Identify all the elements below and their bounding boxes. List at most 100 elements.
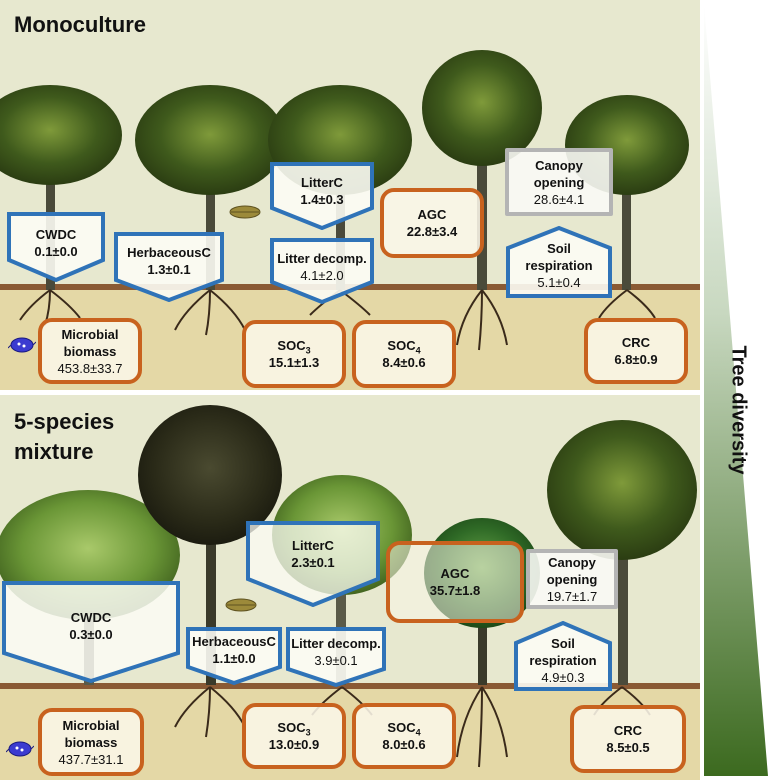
soc4-pool: SOC4 8.4±0.6 [352, 320, 456, 388]
soil-resp-label: Soil [551, 636, 575, 651]
crc-label: CRC [621, 335, 651, 350]
crc-pool: CRC 6.8±0.9 [584, 318, 688, 384]
cwdc-value: 0.3±0.0 [69, 627, 113, 642]
soc3-subscript: 3 [305, 345, 311, 356]
canopy-opening-box: Canopy opening 28.6±4.1 [505, 148, 613, 216]
flux-shape [114, 232, 224, 302]
litterc-value: 1.4±0.3 [300, 192, 344, 207]
microbial-biomass-pool: Microbial biomass 453.8±33.7 [38, 318, 142, 384]
tree-diversity-label: Tree diversity [727, 345, 750, 475]
microbe-icon [8, 337, 36, 353]
panel-divider [0, 390, 700, 395]
litterc-flux: LitterC 1.4±0.3 [270, 162, 374, 230]
soc3-pool: SOC3 13.0±0.9 [242, 703, 346, 769]
litter-decomp-label: Litter decomp. [291, 636, 381, 651]
flux-shape [506, 226, 612, 298]
soil-respiration-flux: Soil respiration 5.1±0.4 [506, 226, 612, 298]
leaf-icon [225, 598, 257, 612]
litter-decomp-flux: Litter decomp. 3.9±0.1 [286, 627, 386, 687]
flux-shape [186, 627, 282, 685]
agc-value: 35.7±1.8 [429, 583, 481, 598]
soc3-label: SOC [277, 720, 306, 735]
soc4-value: 8.4±0.6 [382, 355, 426, 370]
cwdc-flux: CWDC 0.3±0.0 [2, 581, 180, 683]
agc-pool: AGC 22.8±3.4 [380, 188, 484, 258]
panel-title: Monoculture [14, 10, 146, 40]
flux-shape [246, 521, 380, 607]
litter-decomp-label: Litter decomp. [277, 251, 367, 266]
tree-diversity-gradient [704, 4, 768, 776]
crc-pool: CRC 8.5±0.5 [570, 705, 686, 773]
leaf-icon [229, 205, 261, 219]
herbaceous-flux: HerbaceousC 1.3±0.1 [114, 232, 224, 302]
microbial-label-2: biomass [64, 734, 118, 750]
soil-resp-value: 4.9±0.3 [541, 670, 585, 685]
litter-decomp-value: 4.1±2.0 [300, 268, 344, 283]
microbial-label: Microbial [61, 326, 119, 342]
canopy-label: Canopy [548, 554, 596, 570]
herbaceous-label: HerbaceousC [192, 634, 276, 649]
soc4-value: 8.0±0.6 [382, 737, 426, 752]
herbaceous-value: 1.3±0.1 [147, 262, 191, 277]
microbial-biomass-pool: Microbial biomass 437.7±31.1 [38, 708, 144, 776]
flux-shape [514, 621, 612, 691]
flux-shape [286, 627, 386, 687]
mixture-panel: 5-species mixture CWDC 0.3±0.0 Herbaceou… [0, 395, 700, 780]
litterc-value: 2.3±0.1 [291, 555, 335, 570]
flux-shape [7, 212, 105, 282]
flux-shape [2, 581, 180, 683]
agc-pool: AGC 35.7±1.8 [386, 541, 524, 623]
panel-title-text: Monoculture [14, 12, 146, 37]
herbaceous-label: HerbaceousC [127, 245, 211, 260]
microbial-label: Microbial [62, 717, 120, 733]
soc4-label: SOC [387, 338, 416, 353]
crc-label: CRC [613, 723, 643, 738]
canopy-label-2: opening [533, 174, 585, 190]
soc4-subscript: 4 [415, 345, 421, 356]
soil-resp-label-2: respiration [529, 653, 597, 668]
agc-label: AGC [417, 207, 447, 222]
monoculture-panel: Monoculture CWDC 0.1±0.0 HerbaceousC 1.3… [0, 0, 700, 390]
litterc-label: LitterC [292, 538, 334, 553]
soc3-value: 13.0±0.9 [268, 737, 320, 752]
soil-resp-label-2: respiration [525, 258, 593, 273]
agc-label: AGC [440, 566, 470, 581]
canopy-label-2: opening [546, 571, 598, 587]
litter-decomp-value: 3.9±0.1 [314, 653, 358, 668]
crc-value: 6.8±0.9 [614, 352, 658, 367]
canopy-label: Canopy [535, 157, 583, 173]
panel-title-line2: mixture [14, 439, 94, 464]
cwdc-label: CWDC [70, 610, 112, 625]
soc4-label: SOC [387, 720, 416, 735]
flux-shape [270, 238, 374, 304]
microbial-label-2: biomass [63, 343, 117, 359]
soc3-subscript: 3 [305, 727, 311, 738]
panel-title: 5-species mixture [14, 407, 114, 467]
flux-shape [270, 162, 374, 230]
soil-resp-value: 5.1±0.4 [537, 275, 581, 290]
litterc-label: LitterC [301, 175, 343, 190]
cwdc-flux: CWDC 0.1±0.0 [7, 212, 105, 282]
litterc-flux: LitterC 2.3±0.1 [246, 521, 380, 607]
cwdc-value: 0.1±0.0 [34, 244, 78, 259]
soc3-pool: SOC3 15.1±1.3 [242, 320, 346, 388]
soil-respiration-flux: Soil respiration 4.9±0.3 [514, 621, 612, 691]
agc-value: 22.8±3.4 [406, 224, 458, 239]
soil-resp-label: Soil [547, 241, 571, 256]
soc4-subscript: 4 [415, 727, 421, 738]
panel-title-line1: 5-species [14, 409, 115, 434]
soc3-label: SOC [277, 338, 306, 353]
herbaceous-value: 1.1±0.0 [212, 651, 256, 666]
microbial-value: 453.8±33.7 [57, 360, 123, 376]
microbial-value: 437.7±31.1 [58, 751, 124, 767]
herbaceous-flux: HerbaceousC 1.1±0.0 [186, 627, 282, 685]
litter-decomp-flux: Litter decomp. 4.1±2.0 [270, 238, 374, 304]
crc-value: 8.5±0.5 [606, 740, 650, 755]
canopy-value: 19.7±1.7 [546, 588, 598, 604]
cwdc-label: CWDC [35, 227, 77, 242]
soc4-pool: SOC4 8.0±0.6 [352, 703, 456, 769]
canopy-value: 28.6±4.1 [533, 191, 585, 207]
soc3-value: 15.1±1.3 [268, 355, 320, 370]
microbe-icon [6, 741, 34, 757]
canopy-opening-box: Canopy opening 19.7±1.7 [526, 549, 618, 609]
